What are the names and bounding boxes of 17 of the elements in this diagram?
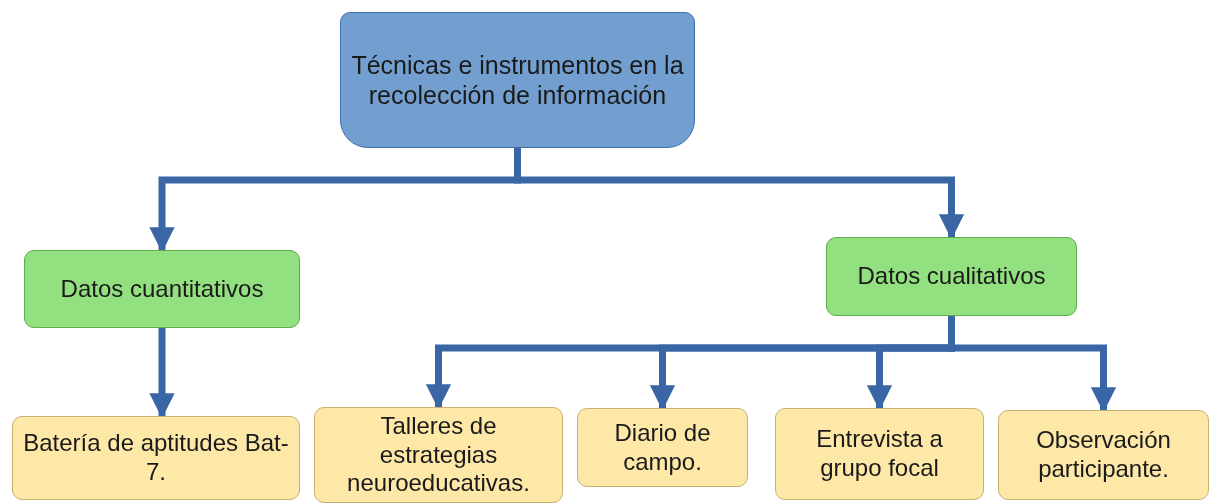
box-label: Datos cualitativos xyxy=(857,262,1046,291)
item-box xyxy=(12,416,300,500)
category-box xyxy=(826,237,1077,316)
item-box xyxy=(775,408,984,500)
box-label: Talleres de estrategias neuroeducativas. xyxy=(346,411,531,499)
box-label: Técnicas e instrumentos en la recolección de información xyxy=(351,50,684,110)
title-box xyxy=(340,12,695,148)
box-label: Batería de aptitudes Bat-7. xyxy=(23,429,289,487)
box-label: Datos cuantitativos xyxy=(60,274,264,304)
item-box xyxy=(577,408,748,487)
box-label: Diario de campo. xyxy=(613,418,712,477)
category-box xyxy=(24,250,300,328)
item-box xyxy=(314,407,563,503)
box-label: Observación participante. xyxy=(1035,426,1172,484)
box-label: Entrevista a grupo focal xyxy=(815,425,944,483)
item-box xyxy=(998,410,1209,500)
arrow xyxy=(948,316,1117,413)
